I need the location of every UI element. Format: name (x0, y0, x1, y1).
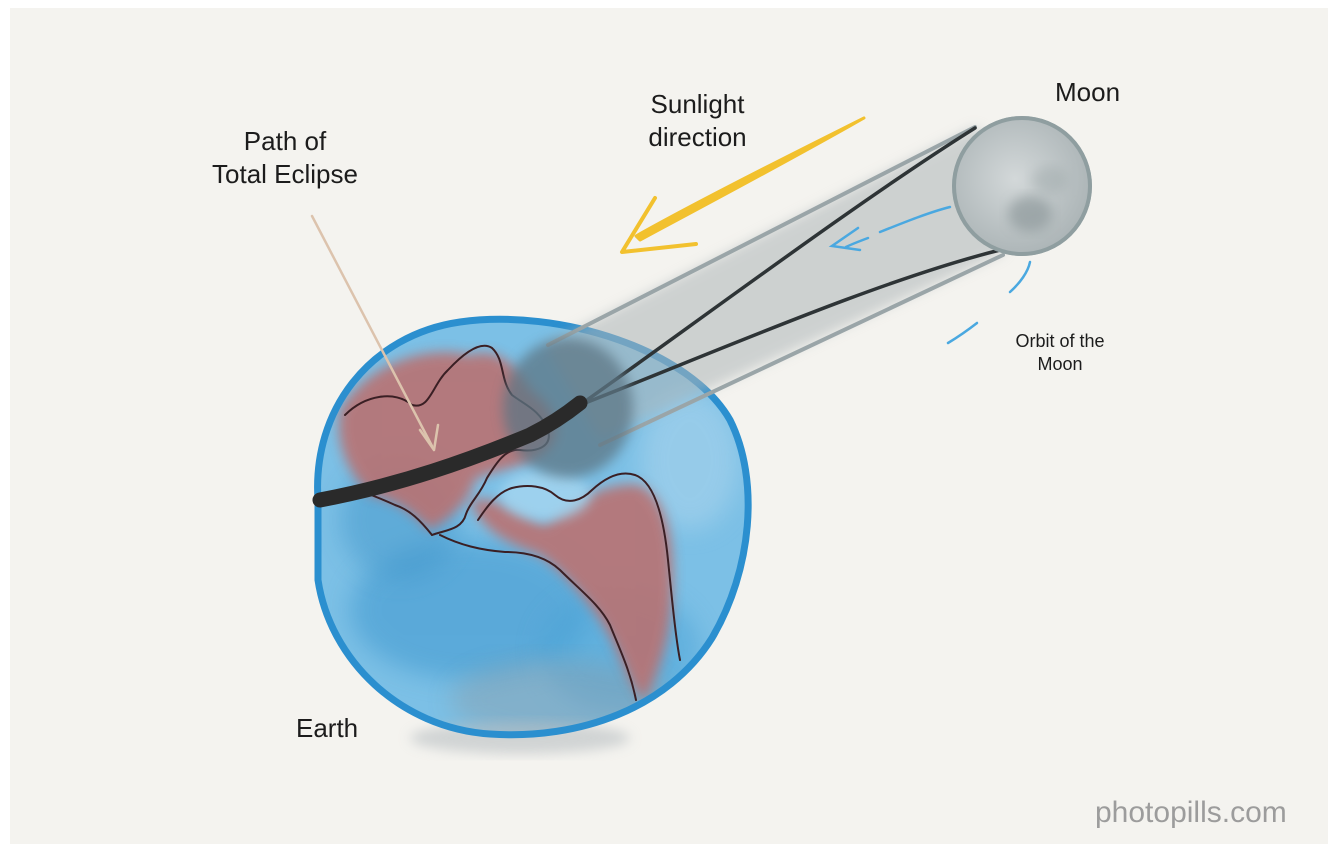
sunlight-label-line2: direction (625, 121, 770, 154)
orbit-of-moon-label: Orbit of the Moon (990, 330, 1130, 377)
path-label-line1: Path of (200, 125, 370, 158)
orbit-label-line2: Moon (990, 353, 1130, 376)
path-of-total-eclipse-label: Path of Total Eclipse (200, 125, 370, 190)
orbit-label-line1: Orbit of the (990, 330, 1130, 353)
moon (952, 116, 1092, 256)
path-label-line2: Total Eclipse (200, 158, 370, 191)
sunlight-label-line1: Sunlight (625, 88, 770, 121)
earth-label: Earth (296, 712, 358, 745)
sunlight-direction-label: Sunlight direction (625, 88, 770, 153)
watermark: photopills.com (1095, 796, 1287, 830)
moon-label: Moon (1055, 76, 1120, 109)
